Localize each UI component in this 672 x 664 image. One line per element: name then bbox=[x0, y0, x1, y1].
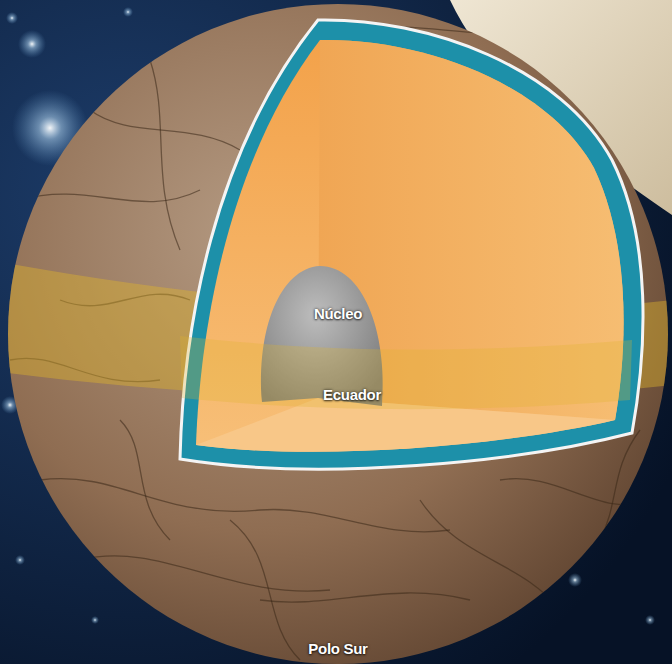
pole-label: Polo Sur bbox=[308, 640, 367, 657]
equator-band-interior bbox=[180, 336, 632, 409]
ice-ocean-layer bbox=[180, 20, 643, 469]
core-label: Núcleo bbox=[314, 305, 362, 322]
equator-label: Ecuador bbox=[323, 386, 381, 403]
